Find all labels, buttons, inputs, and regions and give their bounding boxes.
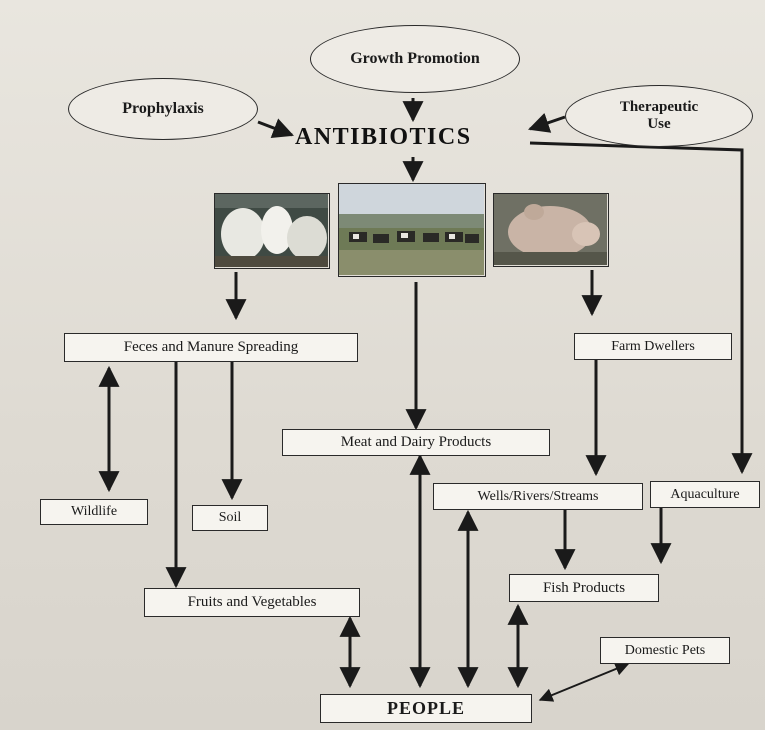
wildlife-label: Wildlife <box>70 504 118 519</box>
meat-dairy-node: Meat and Dairy Products <box>282 429 550 456</box>
prophylaxis-label: Prophylaxis <box>122 99 204 117</box>
wells-rivers-streams-node: Wells/Rivers/Streams <box>433 483 643 510</box>
fish-products-node: Fish Products <box>509 574 659 602</box>
aquaculture-label: Aquaculture <box>670 486 740 502</box>
wells-rivers-streams-label: Wells/Rivers/Streams <box>477 488 599 504</box>
growth-promotion-oval: Growth Promotion <box>310 25 520 93</box>
cattle-image <box>339 184 484 275</box>
farm-dwellers-label: Farm Dwellers <box>611 338 695 354</box>
poultry-image <box>215 194 328 267</box>
therapeutic-label-line1: Therapeutic <box>619 98 699 115</box>
edge-prophylaxis-to-antibiotics <box>257 118 294 139</box>
fish-products-label: Fish Products <box>542 579 626 596</box>
therapeutic-use-oval: Therapeutic Use <box>565 85 753 147</box>
farm-dwellers-node: Farm Dwellers <box>574 333 732 360</box>
fruits-vegetables-label: Fruits and Vegetables <box>187 594 317 610</box>
meat-dairy-label: Meat and Dairy Products <box>340 434 492 450</box>
people-label: PEOPLE <box>386 698 465 718</box>
fruits-vegetables-node: Fruits and Vegetables <box>144 588 360 617</box>
aquaculture-node: Aquaculture <box>650 481 760 508</box>
therapeutic-label-line2: Use <box>647 116 671 132</box>
poultry-photo <box>214 193 330 269</box>
wildlife-node: Wildlife <box>40 499 148 525</box>
cattle-herd-photo <box>338 183 486 277</box>
pig-photo <box>493 193 609 267</box>
domestic-pets-label: Domestic Pets <box>624 642 706 658</box>
people-node: PEOPLE <box>320 694 532 723</box>
feces-manure-node: Feces and Manure Spreading <box>64 333 358 362</box>
growth-promotion-label: Growth Promotion <box>350 49 480 67</box>
edge-people-pets <box>538 662 630 702</box>
domestic-pets-node: Domestic Pets <box>600 637 730 664</box>
edge-antibiotics-to-aquaculture <box>529 141 753 475</box>
feces-manure-label: Feces and Manure Spreading <box>123 339 299 355</box>
edge-therapeutic-to-antibiotics <box>528 112 566 133</box>
diagram-title: ANTIBIOTICS <box>295 124 472 150</box>
soil-label: Soil <box>218 510 242 525</box>
prophylaxis-oval: Prophylaxis <box>68 78 258 140</box>
soil-node: Soil <box>192 505 268 531</box>
pig-image <box>494 194 607 265</box>
